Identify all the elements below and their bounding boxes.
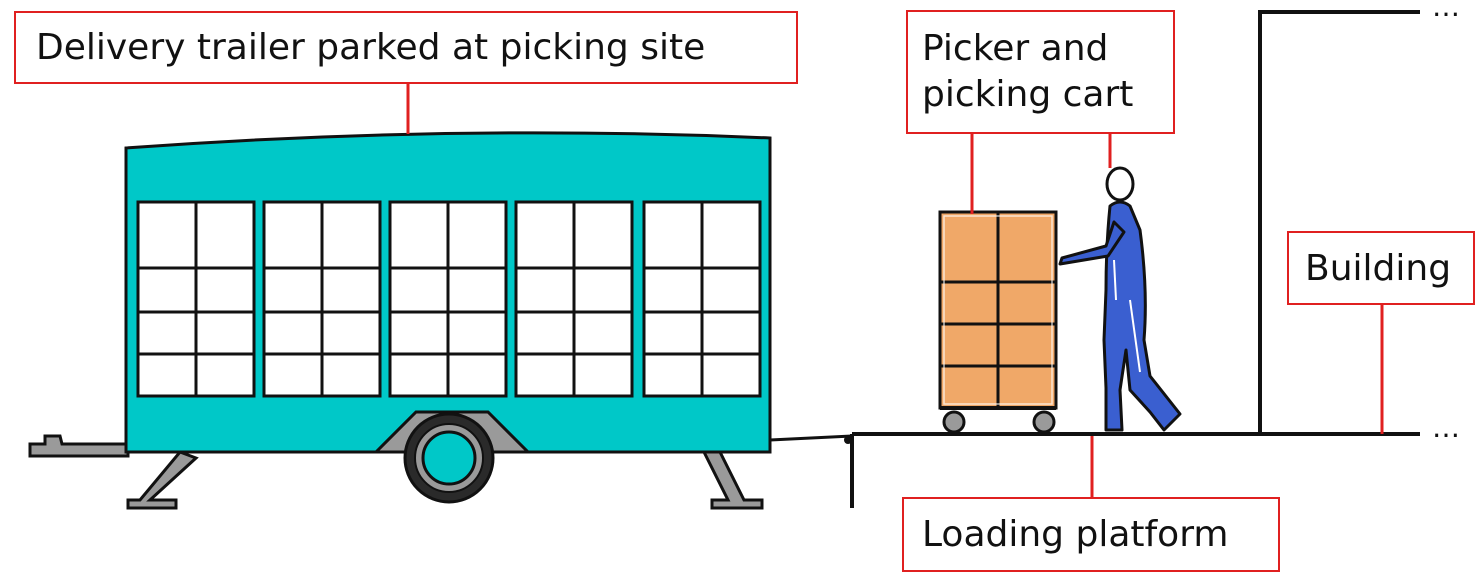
building-continuation-top: … xyxy=(1432,0,1462,23)
platform-label: Loading platform xyxy=(902,497,1280,572)
compartment-block-1 xyxy=(138,202,254,396)
trailer-label: Delivery trailer parked at picking site xyxy=(14,11,798,84)
compartment-block-3 xyxy=(390,202,506,396)
building-label-text: Building xyxy=(1305,248,1451,289)
compartment-block-5 xyxy=(644,202,760,396)
platform-continuation: … xyxy=(1432,411,1462,444)
building-label: Building xyxy=(1287,231,1475,305)
picker-label: Picker and picking cart xyxy=(906,10,1175,134)
trailer-wheel xyxy=(405,414,493,502)
platform-label-text: Loading platform xyxy=(922,514,1228,555)
picker-label-line2: picking cart xyxy=(922,72,1173,118)
compartment-block-4 xyxy=(516,202,632,396)
compartment-block-2 xyxy=(264,202,380,396)
trailer-compartments xyxy=(138,202,760,396)
picking-cart xyxy=(940,212,1056,432)
trailer-label-text: Delivery trailer parked at picking site xyxy=(36,27,705,68)
building xyxy=(1260,12,1420,434)
picker-figure xyxy=(1060,168,1180,430)
picker-label-line1: Picker and xyxy=(922,26,1173,72)
